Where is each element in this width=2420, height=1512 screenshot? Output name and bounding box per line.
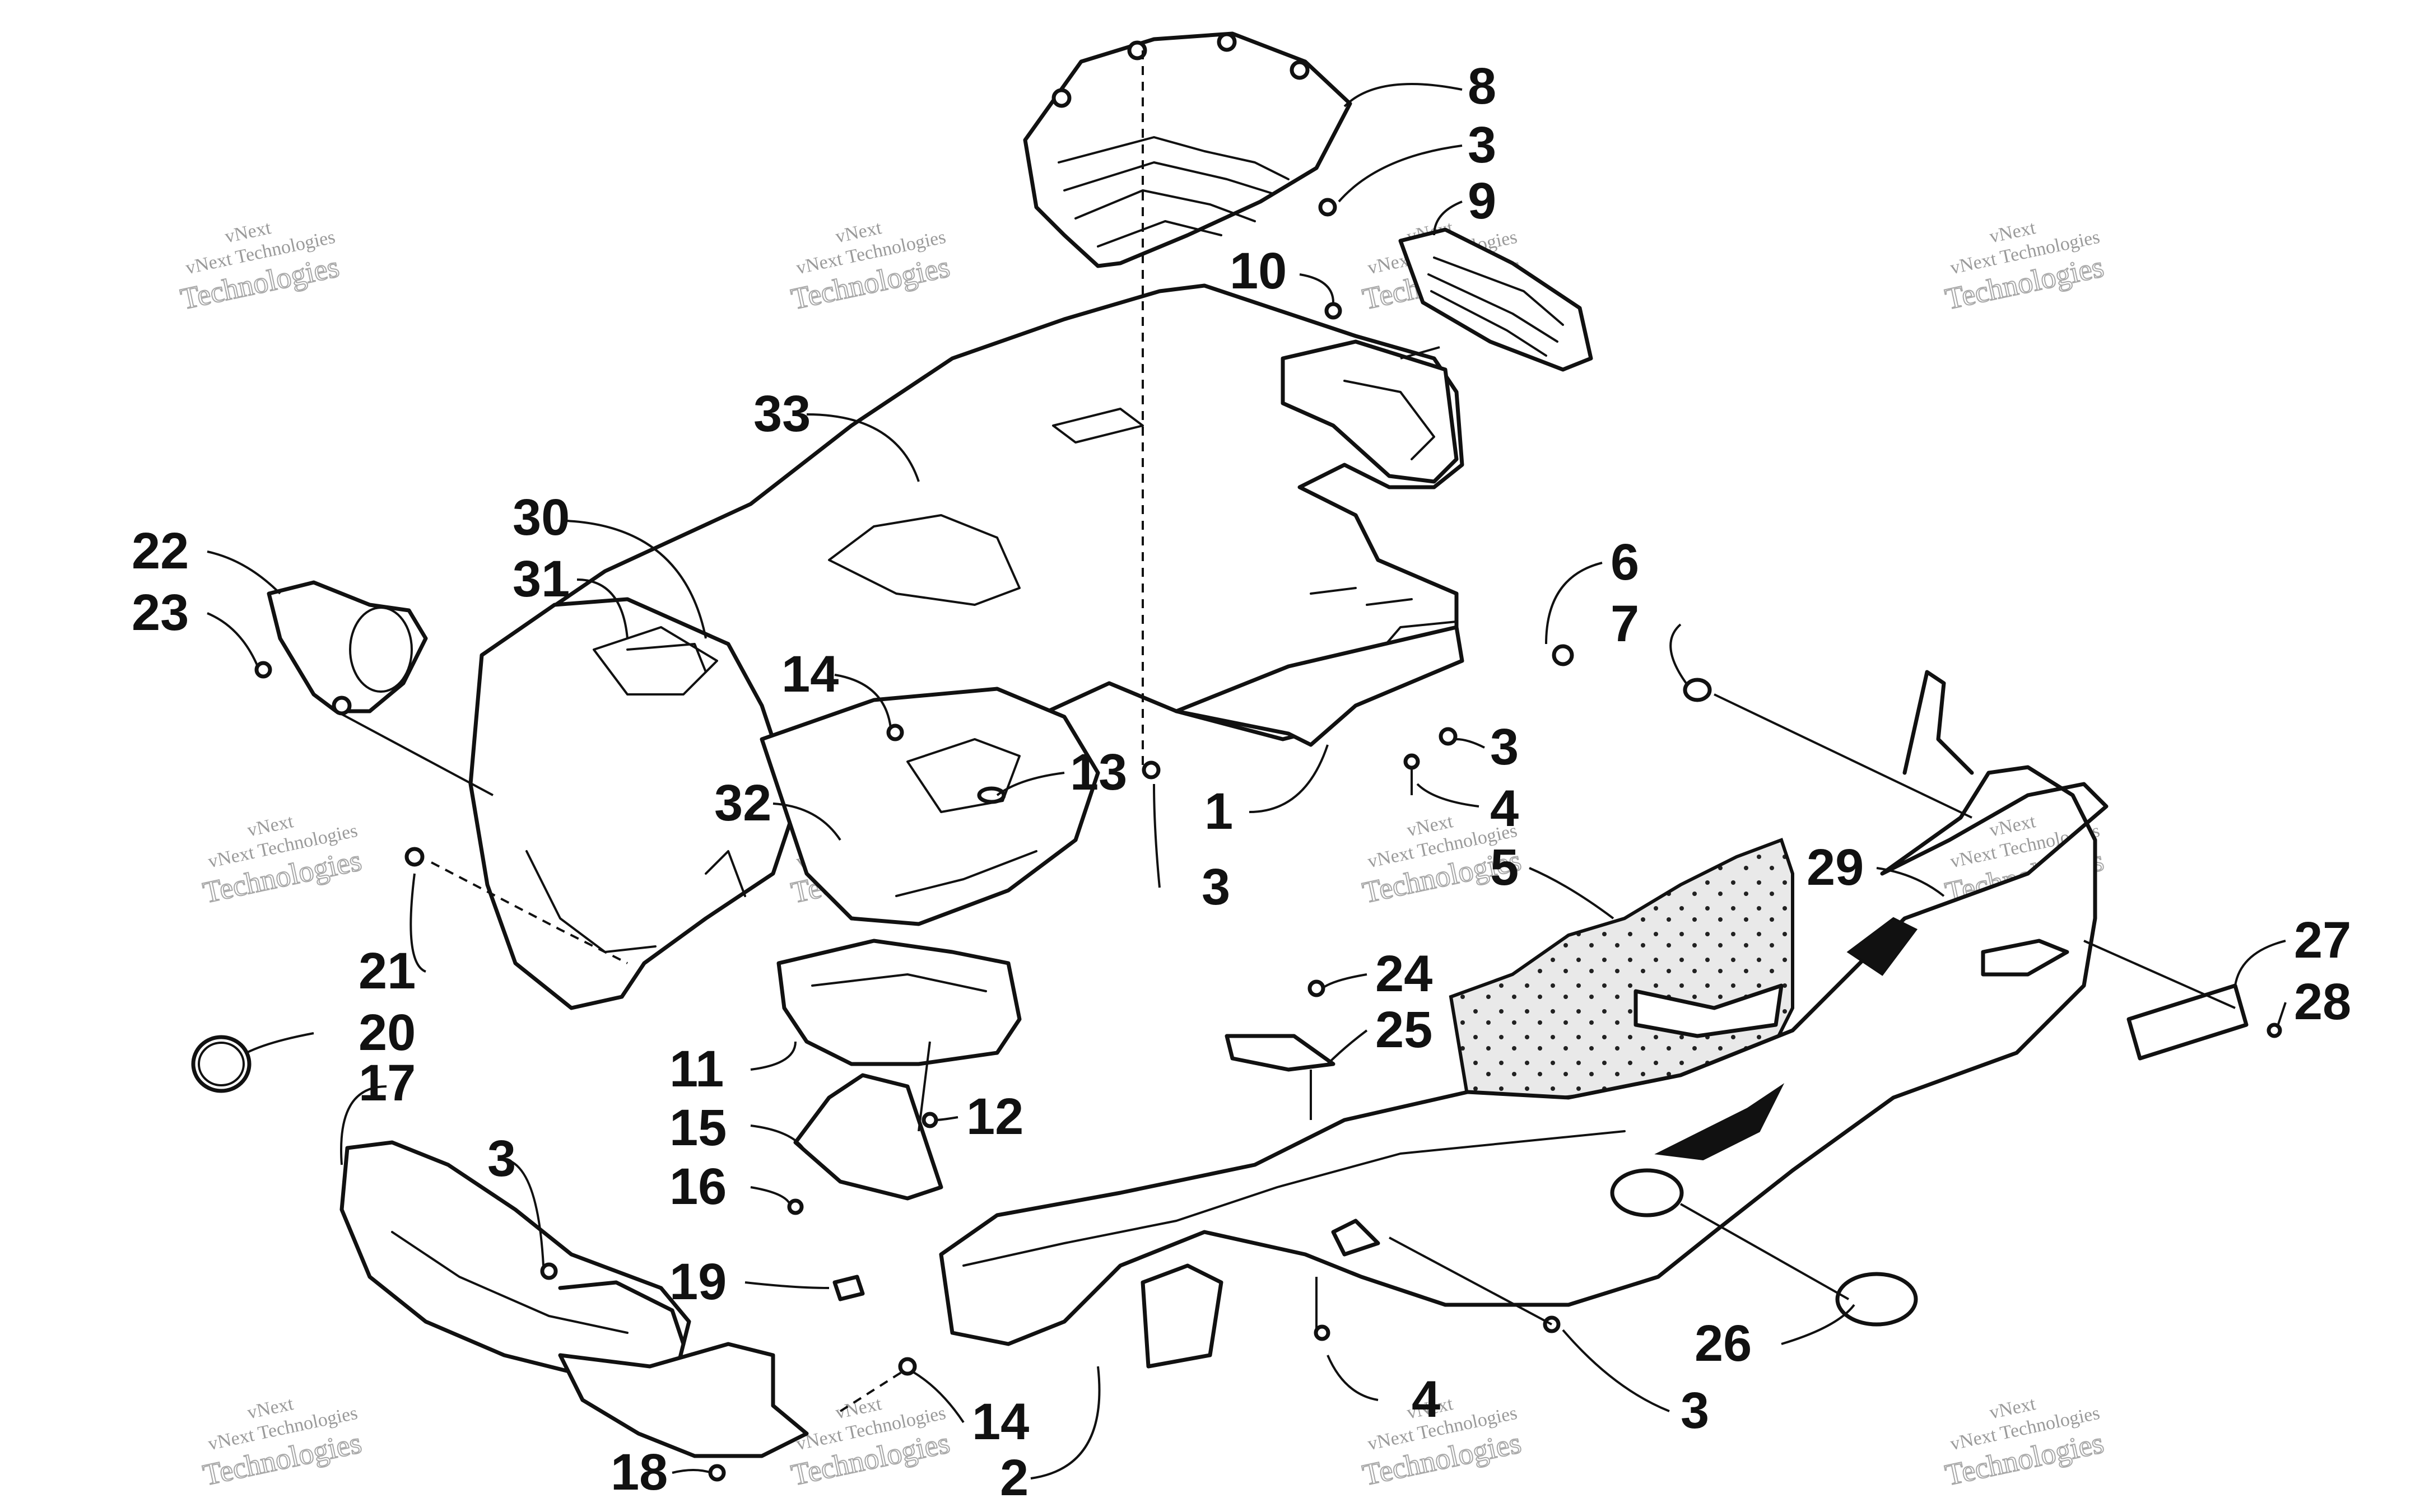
screw-3-center	[1142, 760, 1161, 780]
rivet-4-top	[1403, 753, 1420, 770]
callout-28: 28	[2294, 973, 2351, 1030]
assembly-guide-lines	[336, 50, 2236, 1412]
callout-33: 33	[753, 385, 811, 442]
callout-3-bumper: 3	[487, 1130, 516, 1187]
callout-4-top: 4	[1490, 780, 1519, 837]
callout-27: 27	[2294, 912, 2351, 969]
part-20-clip-ring	[191, 1035, 252, 1093]
callout-8: 8	[1468, 58, 1496, 115]
part-2-29-lower-chassis	[939, 670, 2109, 1369]
screw-16	[787, 1198, 804, 1215]
callout-12: 12	[966, 1088, 1023, 1145]
callout-14-bottom: 14	[972, 1393, 1029, 1450]
callout-3-center: 3	[1202, 858, 1230, 916]
callout-9: 9	[1468, 172, 1496, 230]
rivet-4-bottom	[1314, 1324, 1330, 1341]
part-8-vent-cover	[1023, 31, 1352, 268]
callout-23: 23	[132, 584, 189, 641]
part-17-front-bumper	[339, 1140, 691, 1380]
washer-7	[1683, 678, 1712, 702]
callout-25: 25	[1375, 1001, 1432, 1058]
callout-leaders	[207, 83, 2287, 1480]
callout-2: 2	[1000, 1449, 1028, 1506]
screw-21	[404, 847, 425, 867]
part-19-clip	[832, 1275, 865, 1301]
bolt-6	[1552, 644, 1574, 666]
callout-26: 26	[1695, 1315, 1752, 1372]
part-25-bracket	[1225, 1034, 1335, 1072]
rivet-12	[922, 1112, 938, 1128]
callout-3-top: 3	[1468, 116, 1496, 174]
callout-13: 13	[1070, 744, 1127, 801]
callout-5: 5	[1490, 839, 1519, 896]
part-1-belly-plate	[1174, 587, 1464, 747]
screw-23	[254, 661, 272, 679]
callout-21: 21	[359, 942, 416, 1000]
part-15-deflector	[793, 1073, 943, 1201]
callout-15: 15	[669, 1099, 727, 1156]
callout-14-top: 14	[781, 646, 839, 703]
callout-22: 22	[132, 522, 189, 580]
part-9-side-grille	[1398, 227, 1593, 372]
callout-labels: 8 3 9 10 33 30 31 22 23 14 13 32 1 3 3 4…	[132, 58, 2351, 1506]
callout-19: 19	[669, 1253, 727, 1310]
part-front-skid-plate	[558, 1342, 809, 1458]
callout-24: 24	[1375, 945, 1432, 1002]
callout-1: 1	[1204, 783, 1233, 840]
screw-18	[708, 1464, 726, 1482]
part-27-reflector	[2126, 983, 2249, 1061]
callout-20: 20	[359, 1004, 416, 1061]
callout-18: 18	[611, 1444, 668, 1501]
callout-3-lower: 3	[1681, 1382, 1709, 1439]
callout-31: 31	[513, 550, 570, 608]
callout-6: 6	[1611, 534, 1639, 591]
part-22-air-duct	[267, 580, 428, 716]
washer-13	[977, 786, 1006, 804]
screw-3-bumper	[540, 1262, 558, 1280]
callout-10: 10	[1230, 242, 1287, 300]
callout-29: 29	[1807, 839, 1864, 896]
callout-7: 7	[1611, 595, 1639, 652]
part-32-inner-pan	[760, 687, 1100, 926]
part-30-31-front-nose	[468, 597, 798, 1010]
screw-3-top	[1318, 198, 1337, 217]
part-26-oval-plug	[1610, 1168, 1918, 1327]
screw-3-right	[1439, 727, 1458, 746]
callout-30: 30	[513, 489, 570, 546]
washer-24	[1307, 979, 1325, 997]
callout-4-bottom: 4	[1412, 1371, 1440, 1428]
screw-10	[1324, 302, 1342, 320]
callout-11: 11	[669, 1040, 724, 1098]
callout-32: 32	[714, 774, 771, 832]
nut-14-top	[886, 724, 904, 741]
part-11-lower-shield	[776, 939, 1022, 1066]
callout-16: 16	[669, 1158, 727, 1215]
callout-3-right: 3	[1490, 718, 1519, 776]
nut-14-bottom	[898, 1357, 917, 1376]
callout-17: 17	[359, 1054, 416, 1112]
